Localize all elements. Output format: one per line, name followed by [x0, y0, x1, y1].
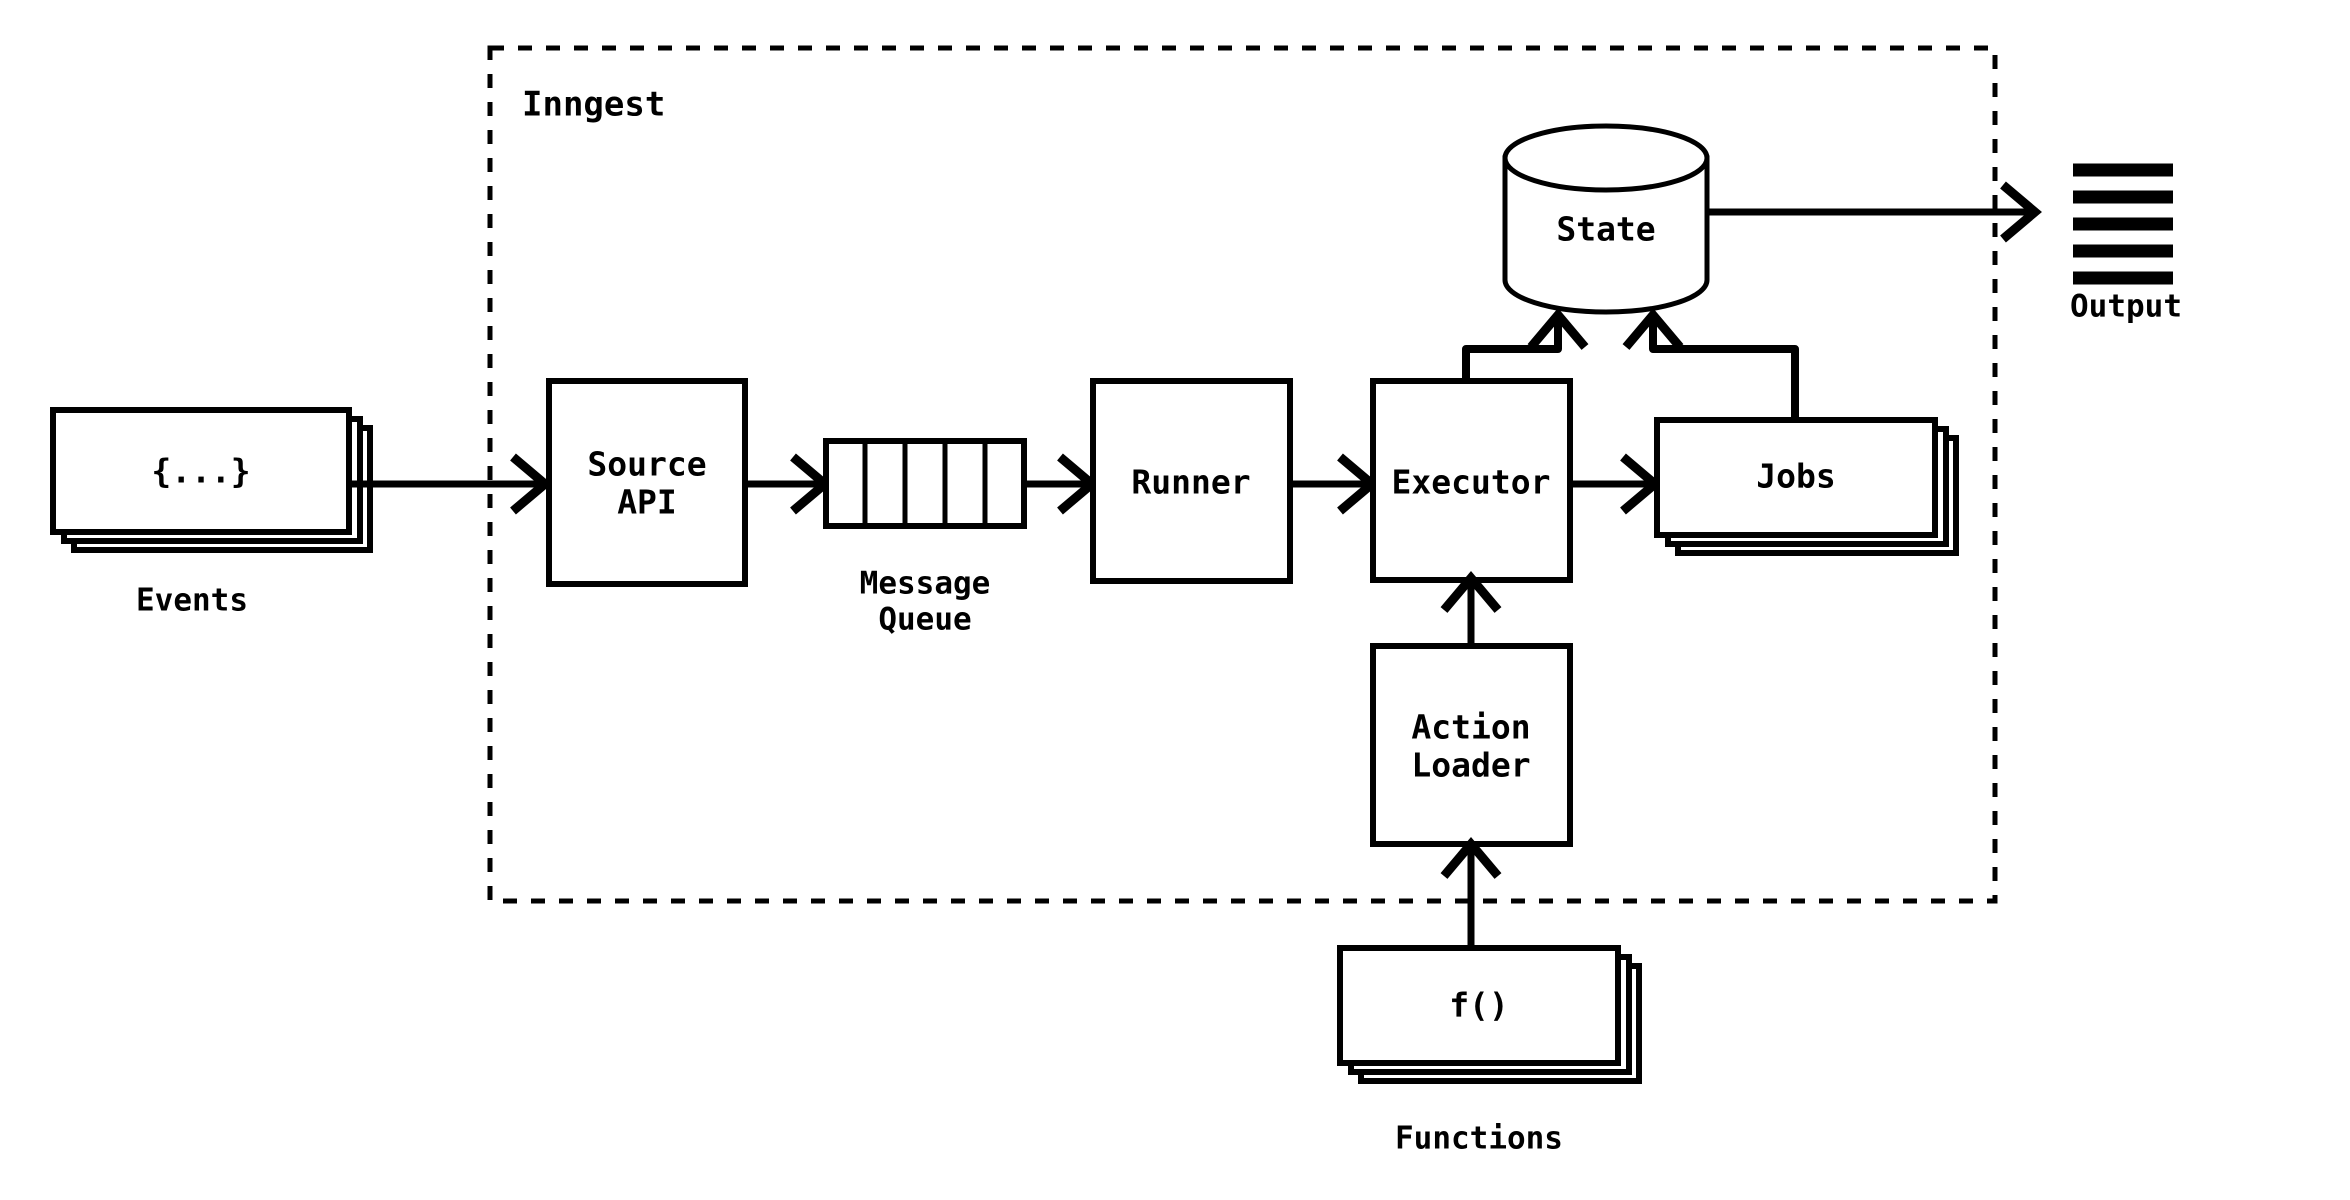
events-node: {...} Events [50, 407, 373, 619]
message-queue-box [823, 438, 1027, 529]
message-queue-caption-line2: Queue [878, 602, 971, 638]
action-loader-label-line2: Loader [1411, 746, 1530, 785]
functions-card-front [1337, 945, 1621, 1066]
edge-events-to-source-api [349, 453, 552, 515]
events-caption: Events [136, 583, 248, 619]
inngest-boundary-label: Inngest [522, 85, 665, 125]
inngest-boundary [487, 45, 1998, 904]
output-lines-icon [2073, 163, 2173, 285]
state-label: State [1556, 210, 1655, 249]
action-loader-node: Action Loader [1370, 643, 1573, 847]
arrow-head-icon [510, 453, 552, 515]
edge-executor-to-jobs [1570, 453, 1662, 515]
action-loader-box [1370, 643, 1573, 847]
jobs-label: Jobs [1756, 457, 1835, 496]
edge-action-loader-to-executor [1440, 571, 1502, 645]
arrow-head-icon [1440, 571, 1502, 613]
source-api-box [546, 378, 748, 587]
edge-elbow-path [1649, 318, 1799, 420]
state-cylinder-body [1502, 155, 1710, 315]
functions-caption: Functions [1395, 1121, 1563, 1157]
edge-executor-to-state [1462, 308, 1589, 381]
edge-functions-to-action-loader [1440, 837, 1502, 948]
edge-elbow-path [1462, 318, 1562, 381]
runner-box [1090, 378, 1293, 584]
output-node: Output [2070, 163, 2182, 325]
arrow-head-icon [1622, 308, 1684, 350]
jobs-card-front [1654, 417, 1938, 538]
functions-label: f() [1449, 986, 1509, 1025]
state-node: State [1502, 123, 1710, 315]
edge-state-to-output [1707, 181, 2042, 243]
edge-jobs-to-state [1622, 308, 1799, 420]
message-queue-caption-line1: Message [860, 566, 991, 602]
state-cylinder-top [1502, 123, 1710, 193]
message-queue-node: Message Queue [823, 438, 1027, 638]
executor-node: Executor [1370, 378, 1573, 583]
jobs-node: Jobs [1654, 417, 1959, 556]
arrow-head-icon [1440, 837, 1502, 879]
source-api-node: Source API [546, 378, 748, 587]
functions-node: f() Functions [1337, 945, 1642, 1157]
events-label: {...} [151, 452, 250, 491]
runner-node: Runner [1090, 378, 1293, 584]
executor-label: Executor [1392, 463, 1551, 502]
edge-source-api-to-queue [745, 453, 832, 515]
events-card-front [50, 407, 352, 535]
output-caption: Output [2070, 289, 2182, 325]
action-loader-label-line1: Action [1411, 708, 1530, 747]
arrow-head-icon [1527, 308, 1589, 350]
runner-label: Runner [1131, 463, 1250, 502]
source-api-label-line1: Source [587, 445, 706, 484]
edge-runner-to-executor [1290, 453, 1379, 515]
arrow-head-icon [2000, 181, 2042, 243]
edge-queue-to-runner [1024, 453, 1099, 515]
source-api-label-line2: API [617, 483, 677, 522]
